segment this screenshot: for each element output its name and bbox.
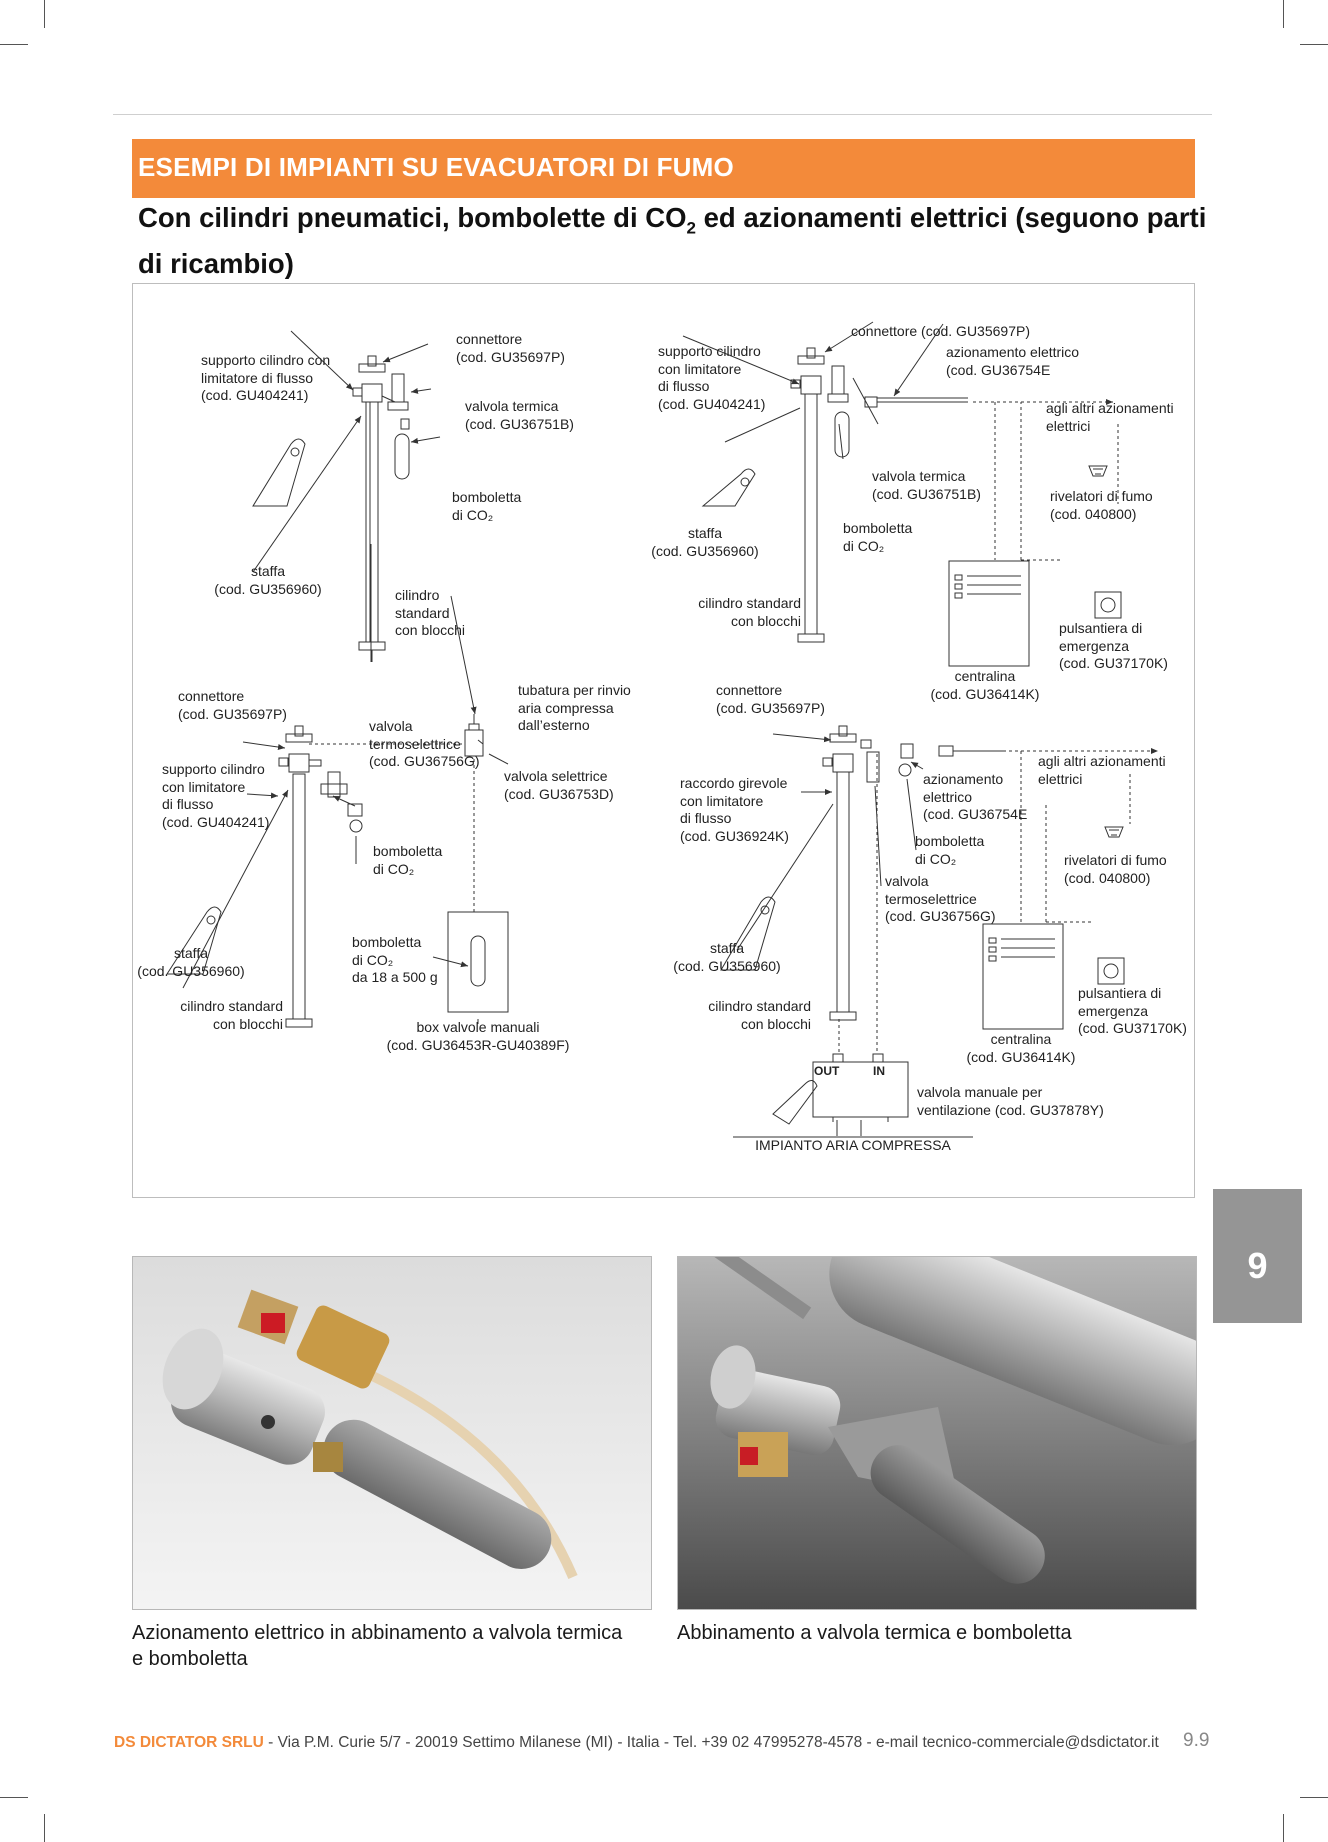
- d2-valvola-termica-label: valvola termica (cod. GU36751B): [872, 468, 981, 502]
- cylinder-assembly-4: [822, 725, 1003, 1021]
- footer-address: - Via P.M. Curie 5/7 - 20019 Settimo Mil…: [263, 1734, 1159, 1751]
- d4-valvola-termo-label: valvola termoselettrice (cod. GU36756G): [885, 873, 996, 924]
- page-subtitle: Con cilindri pneumatici, bombolette di C…: [138, 200, 1208, 281]
- crop-mark: [1300, 44, 1328, 45]
- d2-rivelatori-label: rivelatori di fumo (cod. 040800): [1050, 488, 1153, 522]
- crop-mark: [1300, 1797, 1328, 1798]
- manual-ventilation-valve: [812, 1061, 909, 1118]
- manual-valve-box: [447, 911, 509, 1013]
- d2-azionamento-label: azionamento elettrico (cod. GU36754E: [946, 344, 1080, 378]
- d3-staffa-label: staffa (cod. GU356960): [137, 945, 245, 979]
- section-banner: ESEMPI DI IMPIANTI SU EVACUATORI DI FUMO: [132, 139, 1195, 198]
- cylinder-assembly-3: [278, 725, 363, 1028]
- d3-connettore-label: connettore (cod. GU35697P): [178, 688, 287, 722]
- subtitle-text-2: ed azionamenti elettrici (seguono parti …: [138, 202, 1207, 279]
- bracket-4: [720, 896, 776, 971]
- d4-out-label: OUT: [814, 1064, 840, 1078]
- smoke-detector-4: [1104, 826, 1124, 838]
- subtitle-text-1: Con cilindri pneumatici, bombolette di C…: [138, 202, 687, 233]
- cylinder-assembly-2: [790, 347, 968, 643]
- d4-azionamento-label: azionamento elettrico (cod. GU36754E: [923, 771, 1028, 822]
- photo-right-caption: Abbinamento a valvola termica e bombolet…: [677, 1622, 1072, 1644]
- d4-raccordo-label: raccordo girevole con limitatore di flus…: [680, 775, 789, 844]
- d1-bomboletta-label: bomboletta di CO₂: [452, 489, 522, 523]
- section-tab-number: 9: [1247, 1245, 1268, 1286]
- d3-cilindro-label: cilindro standard con blocchi: [180, 998, 283, 1032]
- control-unit-4: [982, 923, 1064, 1030]
- d1-supporto-label: supporto cilindro con limitatore di flus…: [201, 352, 331, 403]
- d2-cilindro-label: cilindro standard con blocchi: [698, 595, 801, 629]
- d2-pulsantiera-label: pulsantiera di emergenza (cod. GU37170K): [1059, 620, 1168, 671]
- crop-mark: [1283, 1814, 1284, 1842]
- d4-in-label: IN: [873, 1064, 885, 1078]
- d3-valvola-selettrice-label: valvola selettrice (cod. GU36753D): [504, 768, 614, 802]
- control-unit-2: [948, 560, 1030, 667]
- d1-connettore-label: connettore (cod. GU35697P): [456, 331, 565, 365]
- selector-valve-3: [464, 714, 484, 757]
- d4-connettore-label: connettore (cod. GU35697P): [716, 682, 825, 716]
- header-rule: [113, 114, 1212, 115]
- smoke-detector-2: [1088, 465, 1108, 477]
- d4-staffa-label: staffa (cod. GU356960): [673, 940, 781, 974]
- cylinder-assembly-1: [352, 355, 410, 662]
- photo-left-caption: Azionamento elettrico in abbinamento a v…: [132, 1622, 623, 1670]
- d2-staffa-label: staffa (cod. GU356960): [651, 525, 759, 559]
- d3-supporto-label: supporto cilindro con limitatore di flus…: [162, 761, 270, 830]
- photo-electric-actuator: [132, 1256, 652, 1610]
- d3-box-label: box valvole manuali (cod. GU36453R-GU403…: [386, 1019, 570, 1053]
- d4-impianto-label: IMPIANTO ARIA COMPRESSA: [755, 1137, 951, 1153]
- d4-rivelatori-label: rivelatori di fumo (cod. 040800): [1064, 852, 1167, 886]
- d3-bomboletta-label: bomboletta di CO₂: [373, 843, 443, 877]
- crop-mark: [1283, 0, 1284, 28]
- emergency-button-4: [1097, 957, 1125, 985]
- d4-altri-label: agli altri azionamenti elettrici: [1038, 753, 1166, 787]
- page-number: 9.9: [1183, 1730, 1210, 1751]
- d3-valvola-termo-label: valvola termoselettrice (cod. GU36756G): [369, 718, 480, 769]
- d2-centralina-label: centralina (cod. GU36414K): [930, 668, 1040, 702]
- bracket-2: [701, 468, 756, 507]
- d2-supporto-label: supporto cilindro con limitatore di flus…: [658, 343, 766, 412]
- d4-bomboletta-label: bomboletta di CO₂: [915, 833, 985, 867]
- banner-title: ESEMPI DI IMPIANTI SU EVACUATORI DI FUMO: [138, 152, 734, 182]
- photo-thermal-valve: [677, 1256, 1197, 1610]
- installation-diagram: connettore (cod. GU35697P) supporto cili…: [132, 283, 1195, 1198]
- crop-mark: [0, 44, 28, 45]
- bracket-1: [252, 438, 306, 507]
- d1-staffa-label: staffa (cod. GU356960): [214, 563, 322, 597]
- d1-valvola-termica-label: valvola termica (cod. GU36751B): [465, 398, 574, 432]
- bracket-3: [166, 906, 222, 975]
- d3-tubatura-label: tubatura per rinvio aria compressa dall’…: [518, 682, 631, 733]
- d4-pulsantiera-label: pulsantiera di emergenza (cod. GU37170K): [1078, 985, 1187, 1036]
- subtitle-subscript: 2: [686, 218, 696, 238]
- d4-cilindro-label: cilindro standard con blocchi: [708, 998, 811, 1032]
- footer-contact: DS DICTATOR SRLU - Via P.M. Curie 5/7 - …: [114, 1734, 1159, 1752]
- crop-mark: [44, 1814, 45, 1842]
- footer-company: DS DICTATOR SRLU: [114, 1734, 264, 1751]
- d2-bomboletta-label: bomboletta di CO₂: [843, 520, 913, 554]
- d4-valvola-manuale-label: valvola manuale per ventilazione (cod. G…: [917, 1084, 1104, 1118]
- d2-connettore-label: connettore (cod. GU35697P): [851, 323, 1030, 339]
- section-tab: 9: [1213, 1189, 1302, 1323]
- crop-mark: [44, 0, 45, 28]
- crop-mark: [0, 1797, 28, 1798]
- d1-cilindro-label: cilindro standard con blocchi: [395, 587, 466, 638]
- emergency-button-2: [1094, 591, 1122, 619]
- diagram-drawing: [166, 321, 1158, 1138]
- d4-centralina-label: centralina (cod. GU36414K): [966, 1031, 1076, 1065]
- d3-bomboletta-box-label: bomboletta di CO₂ da 18 a 500 g: [352, 934, 438, 985]
- d2-altri-label: agli altri azionamenti elettrici: [1046, 400, 1174, 434]
